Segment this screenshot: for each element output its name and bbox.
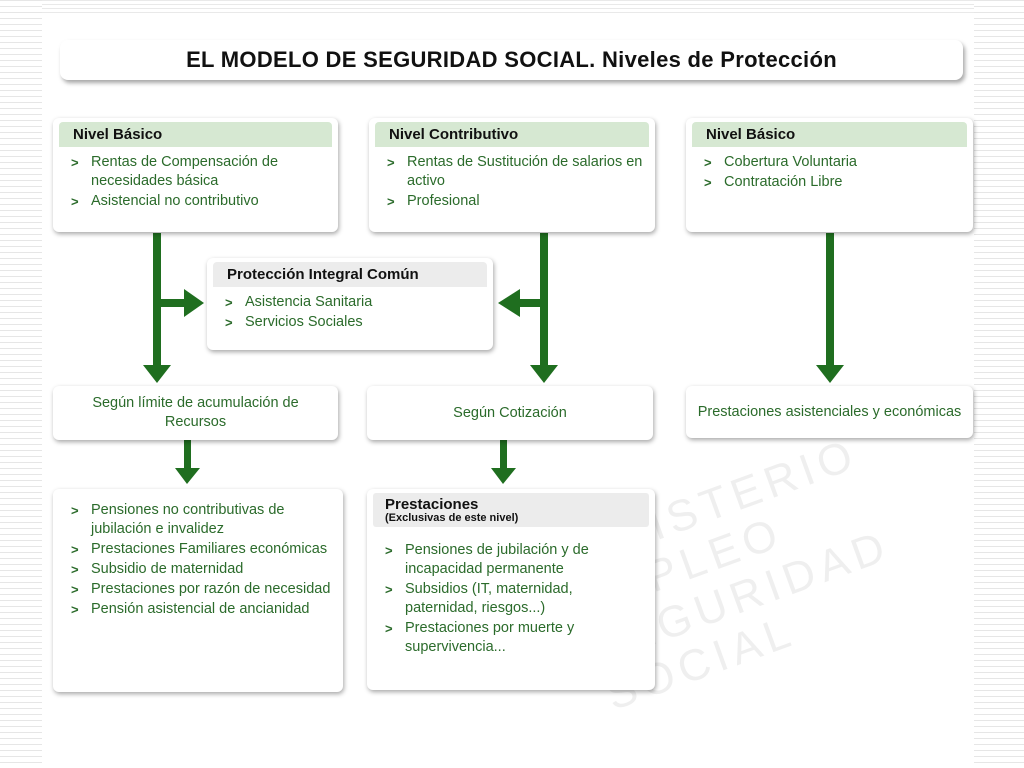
criteria-middle-text: Según Cotización xyxy=(453,404,567,421)
chevron-right-icon: > xyxy=(704,155,712,170)
right-stripes xyxy=(974,0,1024,768)
arrow-left-branch-head xyxy=(184,289,204,317)
prestaciones-subtitle: (Exclusivas de este nivel) xyxy=(385,512,519,524)
arrow-right-shaft xyxy=(826,233,834,367)
list-item: >Rentas de Compensación de necesidades b… xyxy=(71,154,279,189)
chevron-right-icon: > xyxy=(225,315,233,330)
chevron-right-icon: > xyxy=(71,602,79,617)
arrow-right-head xyxy=(816,365,844,383)
list-item: >Contratación Libre xyxy=(704,174,843,190)
title-box: EL MODELO DE SEGURIDAD SOCIAL. Niveles d… xyxy=(60,40,963,80)
proteccion-integral-box: Protección Integral Común >Asistencia Sa… xyxy=(207,258,493,350)
proteccion-integral-list: >Asistencia Sanitaria >Servicios Sociale… xyxy=(207,287,493,338)
prestaciones-header: Prestaciones (Exclusivas de este nivel) xyxy=(373,493,649,527)
criteria-right-box: Prestaciones asistenciales y económicas xyxy=(686,386,973,438)
criteria-middle-box: Según Cotización xyxy=(367,386,653,440)
chevron-right-icon: > xyxy=(385,582,393,597)
list-item: >Asistencial no contributivo xyxy=(71,193,259,209)
list-item: >Subsidio de maternidad xyxy=(71,561,244,577)
nivel-basico-right-list: >Cobertura Voluntaria >Contratación Libr… xyxy=(686,147,973,198)
proteccion-integral-header: Protección Integral Común xyxy=(213,262,487,287)
nivel-basico-left-list: >Rentas de Compensación de necesidades b… xyxy=(53,147,338,217)
criteria-left-text: Según límite de acumulación de Recursos xyxy=(92,395,299,430)
arrow-lower-middle-shaft xyxy=(500,440,507,470)
nivel-contributivo-box: Nivel Contributivo >Rentas de Sustitució… xyxy=(369,118,655,232)
arrow-middle-shaft xyxy=(540,233,548,367)
list-item: >Pensiones no contributivas de jubilació… xyxy=(71,502,285,537)
prestaciones-title: Prestaciones xyxy=(385,496,479,513)
list-item: >Prestaciones por razón de necesidad xyxy=(71,581,331,597)
list-item: >Prestaciones Familiares económicas xyxy=(71,541,328,557)
nivel-basico-right-box: Nivel Básico >Cobertura Voluntaria >Cont… xyxy=(686,118,973,232)
criteria-left-box: Según límite de acumulación de Recursos xyxy=(53,386,338,440)
nivel-basico-left-header: Nivel Básico xyxy=(59,122,332,147)
chevron-right-icon: > xyxy=(71,542,79,557)
list-item: >Subsidios (IT, maternidad, paternidad, … xyxy=(385,581,573,616)
list-item: >Prestaciones por muerte y supervivencia… xyxy=(385,620,575,655)
arrow-left-branch xyxy=(161,299,186,307)
list-item: >Servicios Sociales xyxy=(225,314,363,330)
chevron-right-icon: > xyxy=(71,155,79,170)
chevron-right-icon: > xyxy=(71,562,79,577)
bottom-middle-box: Prestaciones (Exclusivas de este nivel) … xyxy=(367,489,655,690)
list-item: >Rentas de Sustitución de salarios en ac… xyxy=(387,154,643,189)
chevron-right-icon: > xyxy=(71,503,79,518)
nivel-basico-left-box: Nivel Básico >Rentas de Compensación de … xyxy=(53,118,338,232)
chevron-right-icon: > xyxy=(385,621,393,636)
arrow-middle-head xyxy=(530,365,558,383)
arrow-lower-left-head xyxy=(175,468,200,484)
chevron-right-icon: > xyxy=(225,295,233,310)
list-item: >Asistencia Sanitaria xyxy=(225,294,373,310)
bottom-left-list: >Pensiones no contributivas de jubilació… xyxy=(53,489,343,625)
list-item: >Pensiones de jubilación y de incapacida… xyxy=(385,542,589,577)
chevron-right-icon: > xyxy=(704,175,712,190)
chevron-right-icon: > xyxy=(71,194,79,209)
list-item: >Pensión asistencial de ancianidad xyxy=(71,601,310,617)
nivel-contributivo-list: >Rentas de Sustitución de salarios en ac… xyxy=(369,147,655,217)
arrow-middle-branch-head xyxy=(498,289,520,317)
arrow-left-shaft xyxy=(153,233,161,367)
list-item: >Profesional xyxy=(387,193,480,209)
chevron-right-icon: > xyxy=(71,582,79,597)
prestaciones-list: >Pensiones de jubilación y de incapacida… xyxy=(367,527,655,663)
chevron-right-icon: > xyxy=(387,194,395,209)
chevron-right-icon: > xyxy=(387,155,395,170)
chevron-right-icon: > xyxy=(385,543,393,558)
criteria-right-text: Prestaciones asistenciales y económicas xyxy=(697,403,962,420)
left-stripes xyxy=(0,0,42,768)
nivel-contributivo-header: Nivel Contributivo xyxy=(375,122,649,147)
top-stripes xyxy=(0,0,1024,14)
list-item: >Cobertura Voluntaria xyxy=(704,154,857,170)
arrow-lower-middle-head xyxy=(491,468,516,484)
arrow-middle-branch xyxy=(518,299,540,307)
page-title: EL MODELO DE SEGURIDAD SOCIAL. Niveles d… xyxy=(186,47,837,72)
bottom-left-box: >Pensiones no contributivas de jubilació… xyxy=(53,489,343,692)
nivel-basico-right-header: Nivel Básico xyxy=(692,122,967,147)
arrow-left-head xyxy=(143,365,171,383)
arrow-lower-left-shaft xyxy=(184,440,191,470)
